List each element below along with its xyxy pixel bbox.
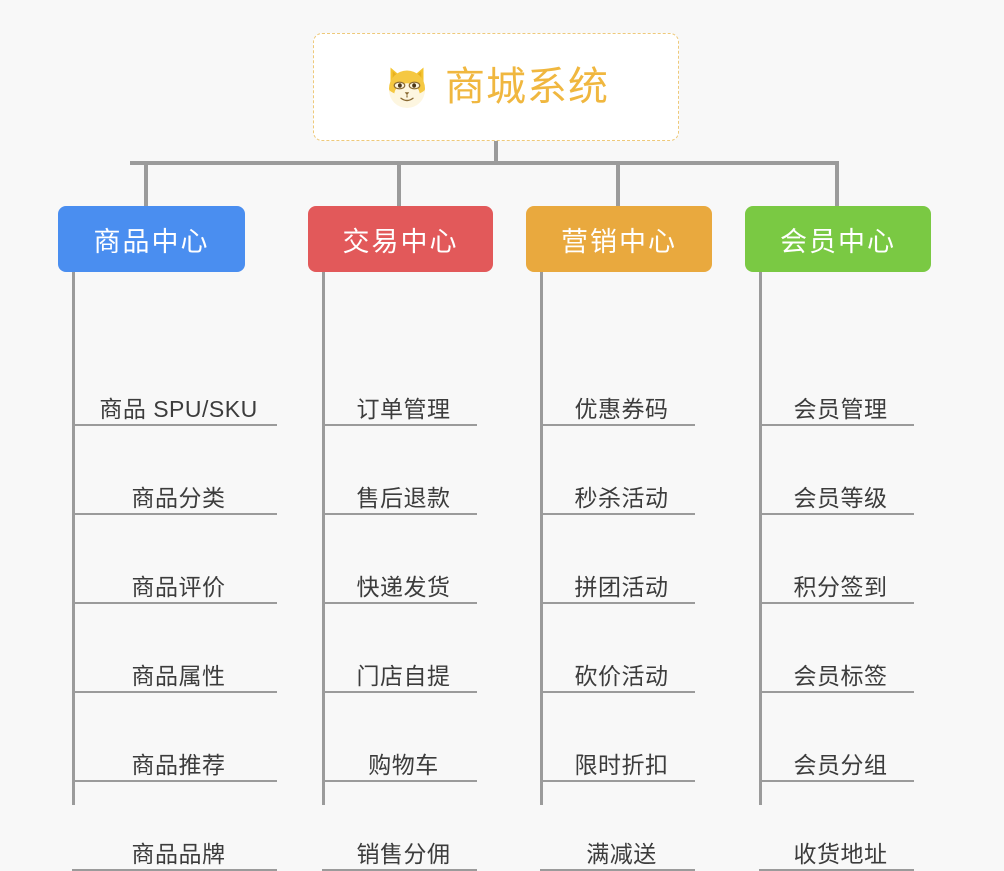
leaf-item[interactable]: 优惠券码 (540, 382, 695, 426)
leaf-item[interactable]: 商品评价 (72, 560, 277, 604)
leaf-label: 商品推荐 (131, 751, 226, 778)
leaf-label: 优惠券码 (574, 395, 669, 422)
branch-header-product-center[interactable]: 商品中心 (58, 206, 245, 272)
leaf-item[interactable]: 会员等级 (759, 471, 914, 515)
leaf-item[interactable]: 快递发货 (322, 560, 477, 604)
leaf-item[interactable]: 会员标签 (759, 649, 914, 693)
leaf-item[interactable]: 满减送 (540, 827, 695, 871)
leaf-label: 收货地址 (793, 840, 888, 867)
leaf-label: 订单管理 (356, 395, 451, 422)
leaf-label: 门店自提 (356, 662, 451, 689)
leaf-item[interactable]: 商品品牌 (72, 827, 277, 871)
branch-header-marketing-center[interactable]: 营销中心 (526, 206, 712, 272)
branch-header-trade-center[interactable]: 交易中心 (308, 206, 493, 272)
connector-drop-4 (835, 161, 839, 206)
branch-header-label: 营销中心 (561, 226, 677, 257)
branch-spine (540, 272, 543, 805)
leaf-item[interactable]: 商品推荐 (72, 738, 277, 782)
leaf-item[interactable]: 砍价活动 (540, 649, 695, 693)
connector-root-stem (494, 141, 498, 163)
leaf-item[interactable]: 收货地址 (759, 827, 914, 871)
connector-drop-2 (397, 161, 401, 206)
branch-spine (322, 272, 325, 805)
leaf-item[interactable]: 订单管理 (322, 382, 477, 426)
leaf-item[interactable]: 售后退款 (322, 471, 477, 515)
branch-header-member-center[interactable]: 会员中心 (745, 206, 931, 272)
branch-header-label: 商品中心 (93, 226, 210, 257)
leaf-label: 商品属性 (131, 662, 226, 689)
mindmap-canvas: 商城系统 商品中心 商品 SPU/SKU 商品分类 商品评价 商品属性 商品推荐… (58, 33, 931, 871)
leaf-label: 会员分组 (793, 751, 888, 778)
leaf-item[interactable]: 会员分组 (759, 738, 914, 782)
branch-column-marketing-center: 营销中心 优惠券码 秒杀活动 拼团活动 砍价活动 限时折扣 满减送 (526, 206, 712, 871)
leaf-label: 会员等级 (793, 484, 888, 511)
leaf-item[interactable]: 秒杀活动 (540, 471, 695, 515)
leaf-label: 商品品牌 (131, 840, 226, 867)
branch-column-product-center: 商品中心 商品 SPU/SKU 商品分类 商品评价 商品属性 商品推荐 商品品牌 (58, 206, 277, 871)
leaf-label: 快递发货 (356, 573, 451, 600)
leaf-label: 商品评价 (131, 573, 226, 600)
leaf-item[interactable]: 门店自提 (322, 649, 477, 693)
leaf-label: 限时折扣 (574, 751, 669, 778)
leaf-label: 积分签到 (793, 573, 888, 600)
leaf-label: 商品分类 (131, 484, 226, 511)
leaf-item[interactable]: 购物车 (322, 738, 477, 782)
leaf-label: 拼团活动 (574, 573, 669, 600)
leaf-item[interactable]: 积分签到 (759, 560, 914, 604)
leaf-label: 售后退款 (356, 484, 451, 511)
leaf-item[interactable]: 会员管理 (759, 382, 914, 426)
root-node-shop-system[interactable]: 商城系统 (313, 33, 679, 141)
connector-drop-1 (144, 161, 148, 206)
connector-horizontal-bus (130, 161, 839, 165)
branch-column-trade-center: 交易中心 订单管理 售后退款 快递发货 门店自提 购物车 销售分佣 (308, 206, 493, 871)
leaf-label: 商品 SPU/SKU (99, 395, 258, 422)
root-title: 商城系统 (445, 65, 609, 109)
leaf-item[interactable]: 限时折扣 (540, 738, 695, 782)
leaf-label: 会员管理 (793, 395, 888, 422)
leaf-label: 会员标签 (793, 662, 888, 689)
branch-header-label: 会员中心 (780, 226, 896, 257)
leaf-label: 销售分佣 (356, 840, 451, 867)
branch-spine (759, 272, 762, 805)
shiba-inu-dog-face-icon (389, 67, 425, 108)
leaf-label: 购物车 (368, 751, 439, 778)
leaf-label: 满减送 (586, 840, 657, 867)
leaf-item[interactable]: 商品属性 (72, 649, 277, 693)
branch-column-member-center: 会员中心 会员管理 会员等级 积分签到 会员标签 会员分组 收货地址 (745, 206, 931, 871)
connector-drop-3 (616, 161, 620, 206)
leaf-label: 砍价活动 (574, 662, 669, 689)
leaf-label: 秒杀活动 (574, 484, 669, 511)
leaf-item[interactable]: 商品 SPU/SKU (72, 382, 277, 426)
leaf-item[interactable]: 拼团活动 (540, 560, 695, 604)
branch-spine (72, 272, 75, 805)
leaf-item[interactable]: 销售分佣 (322, 827, 477, 871)
leaf-item[interactable]: 商品分类 (72, 471, 277, 515)
branch-header-label: 交易中心 (342, 226, 459, 257)
